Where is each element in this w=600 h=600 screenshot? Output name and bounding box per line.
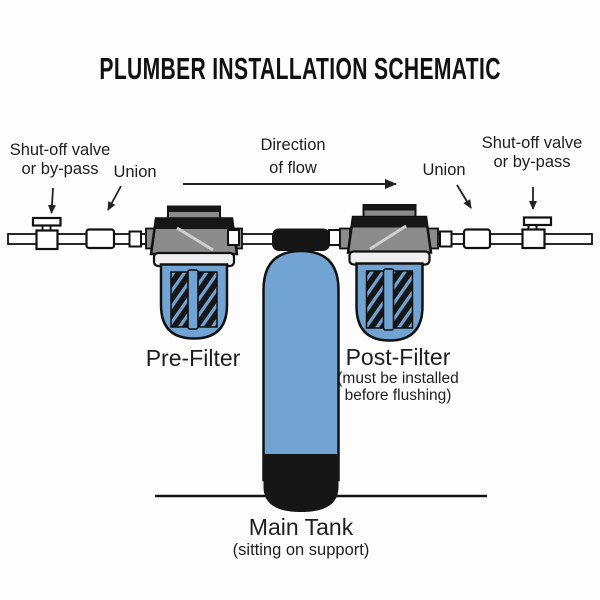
post-filter-label-name: Post-Filter <box>345 344 451 370</box>
post-filter-head-band <box>351 217 428 228</box>
left-union-label: Union <box>113 163 157 181</box>
right-shutoff-valve <box>521 216 553 250</box>
flow-direction-label: Direction of flow <box>238 134 348 180</box>
right-union-pointer-arrow <box>456 184 472 209</box>
post-filter-outlet-fitting <box>439 230 453 248</box>
tank-outlet-fitting <box>328 229 341 246</box>
left-valve-pointer-arrow <box>47 187 56 214</box>
left-valve-body <box>35 229 59 251</box>
pre-filter <box>145 205 243 340</box>
post-filter-head-highlight <box>369 224 407 251</box>
post-filter-label: Post-Filter (must be installed before fl… <box>329 344 467 404</box>
left-shutoff-label: Shut-off valve or by-pass <box>4 141 116 179</box>
pre-filter-label: Pre-Filter <box>145 345 241 371</box>
post-filter-note-line2: before flushing) <box>344 386 452 404</box>
pre-filter-head-band <box>154 218 234 229</box>
tank-inlet-fitting <box>227 229 240 246</box>
left-shutoff-label-line2: or by-pass <box>21 160 99 178</box>
main-tank <box>155 228 487 512</box>
flow-label-line2: of flow <box>269 159 317 177</box>
pre-filter-rib <box>187 269 199 330</box>
left-shutoff-label-line1: Shut-off valve <box>9 141 111 159</box>
right-union-label: Union <box>422 161 466 179</box>
right-shutoff-label-line2: or by-pass <box>493 153 571 171</box>
schematic-title-text: PLUMBER INSTALLATION SCHEMATIC <box>99 51 501 86</box>
post-filter-top-ridge-cap <box>363 205 416 211</box>
schematic-title: PLUMBER INSTALLATION SCHEMATIC <box>0 51 600 86</box>
right-union-fitting <box>462 228 492 250</box>
left-union-pointer-arrow <box>107 185 122 211</box>
tank-body <box>262 249 340 482</box>
right-shutoff-label-line1: Shut-off valve <box>481 134 583 152</box>
tank-base <box>263 454 339 512</box>
post-filter-note-line1: (must be installed <box>337 370 459 387</box>
post-filter <box>339 204 439 342</box>
tank-cap <box>272 228 330 251</box>
pre-filter-top-ridge-cap <box>168 206 220 212</box>
right-valve-handle <box>522 216 553 227</box>
main-tank-label-name: Main Tank <box>248 514 354 540</box>
post-filter-rib <box>382 268 395 331</box>
pre-filter-head-highlight <box>176 226 214 252</box>
main-tank-note: (sitting on support) <box>232 541 370 559</box>
right-valve-body <box>521 228 546 250</box>
right-shutoff-label: Shut-off valve or by-pass <box>477 134 587 172</box>
left-shutoff-valve <box>31 216 62 251</box>
main-tank-label: Main Tank (sitting on support) <box>231 513 371 560</box>
flow-label-line1: Direction <box>260 136 326 154</box>
left-valve-handle <box>31 216 62 227</box>
left-union-fitting <box>85 228 116 250</box>
pre-filter-inlet-fitting <box>128 230 142 248</box>
